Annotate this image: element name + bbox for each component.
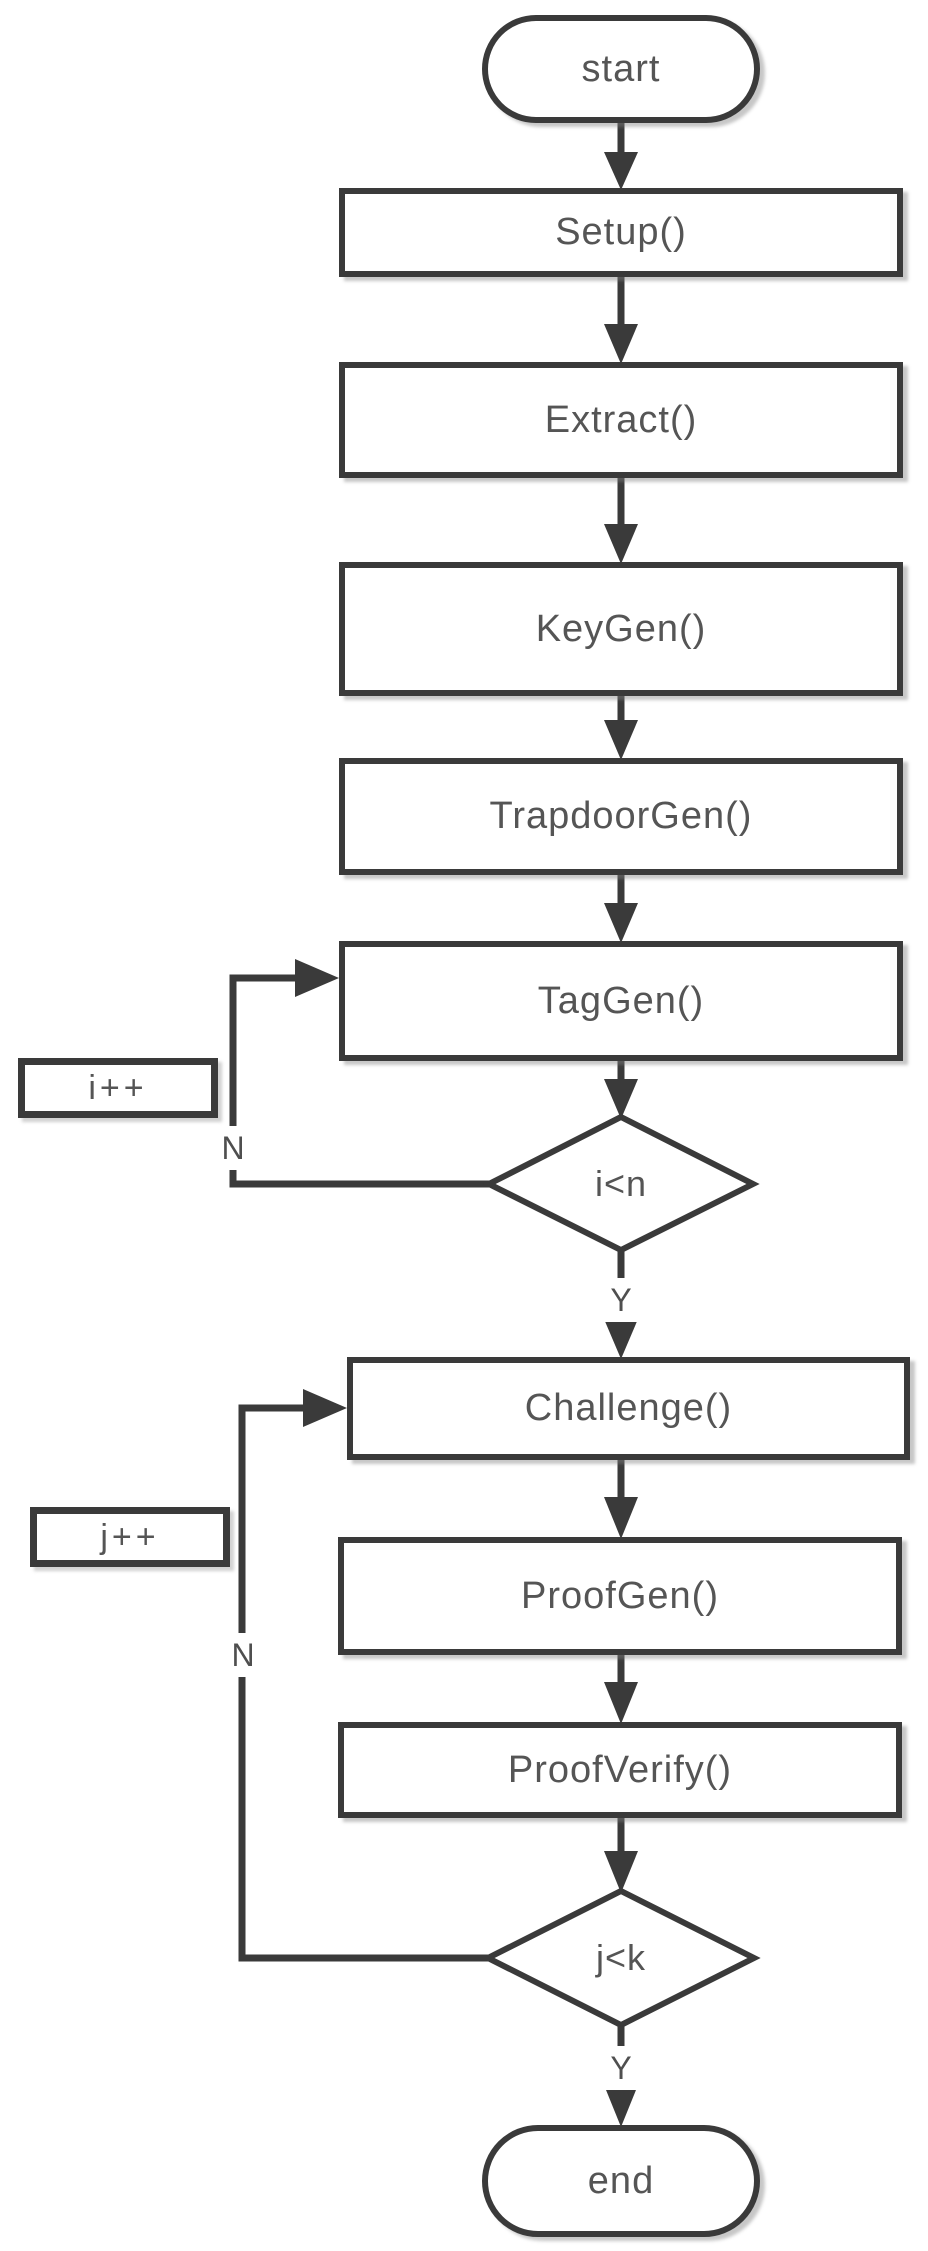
node-end: end — [482, 2125, 760, 2237]
node-proofgen: ProofGen() — [338, 1537, 902, 1655]
node-j-increment-label: j++ — [100, 1517, 160, 1556]
branch-label-j-yes-text: Y — [610, 2049, 632, 2086]
node-setup-label: Setup() — [555, 211, 687, 253]
node-j-increment: j++ — [30, 1507, 230, 1567]
arrowhead-into-keygen — [604, 524, 638, 564]
branch-label-j-no: N — [220, 1633, 266, 1677]
arrowhead-into-setup — [604, 152, 638, 190]
decision-j-label: j<k — [488, 1891, 754, 2025]
node-trapdoorgen: TrapdoorGen() — [339, 758, 903, 875]
node-keygen: KeyGen() — [339, 562, 903, 696]
arrowhead-into-cond-j — [604, 1851, 638, 1893]
node-i-increment: i++ — [18, 1058, 218, 1118]
node-extract-label: Extract() — [544, 398, 698, 441]
branch-label-i-no: N — [210, 1126, 256, 1170]
node-taggen: TagGen() — [339, 941, 903, 1061]
node-challenge-label: Challenge() — [524, 1387, 733, 1429]
decision-j-diamond — [481, 1887, 761, 2029]
decision-i-text: i<n — [594, 1162, 648, 1204]
node-start: start — [482, 15, 760, 123]
node-challenge: Challenge() — [347, 1357, 910, 1460]
node-taggen-label: TagGen() — [537, 979, 705, 1022]
arrowhead-into-proofverify — [604, 1682, 638, 1724]
branch-label-i-no-text: N — [221, 1129, 245, 1166]
arrowhead-jloop-into-challenge — [303, 1389, 347, 1427]
edge-j-loop — [238, 1404, 488, 1962]
decision-i-label: i<n — [489, 1117, 753, 1250]
arrowhead-into-cond-i — [604, 1079, 638, 1119]
branch-label-i-yes: Y — [600, 1278, 642, 1322]
arrowhead-into-taggen — [604, 903, 638, 943]
node-proofverify: ProofVerify() — [338, 1722, 902, 1818]
arrowhead-iloop-into-taggen — [295, 959, 339, 997]
edge-i-loop — [229, 974, 489, 1188]
node-extract: Extract() — [339, 362, 903, 478]
node-setup: Setup() — [339, 188, 903, 277]
node-proofgen-label: ProofGen() — [521, 1574, 719, 1617]
branch-label-i-yes-text: Y — [610, 1281, 632, 1318]
node-i-increment-label: i++ — [88, 1068, 148, 1107]
node-trapdoorgen-label: TrapdoorGen() — [489, 795, 753, 837]
branch-label-j-yes: Y — [600, 2046, 642, 2090]
node-keygen-label: KeyGen() — [535, 607, 707, 650]
arrowhead-into-trapdoorgen — [604, 720, 638, 760]
decision-i-diamond — [482, 1113, 760, 1254]
arrowhead-into-challenge — [604, 1319, 638, 1359]
node-start-label: start — [581, 47, 661, 90]
decision-j-text: j<k — [595, 1937, 647, 1978]
arrowhead-into-proofgen — [604, 1497, 638, 1539]
arrowhead-into-extract — [604, 324, 638, 364]
arrowhead-into-end — [604, 2085, 638, 2127]
branch-label-j-no-text: N — [231, 1636, 255, 1673]
node-end-label: end — [587, 2159, 655, 2202]
node-proofverify-label: ProofVerify() — [507, 1748, 733, 1791]
